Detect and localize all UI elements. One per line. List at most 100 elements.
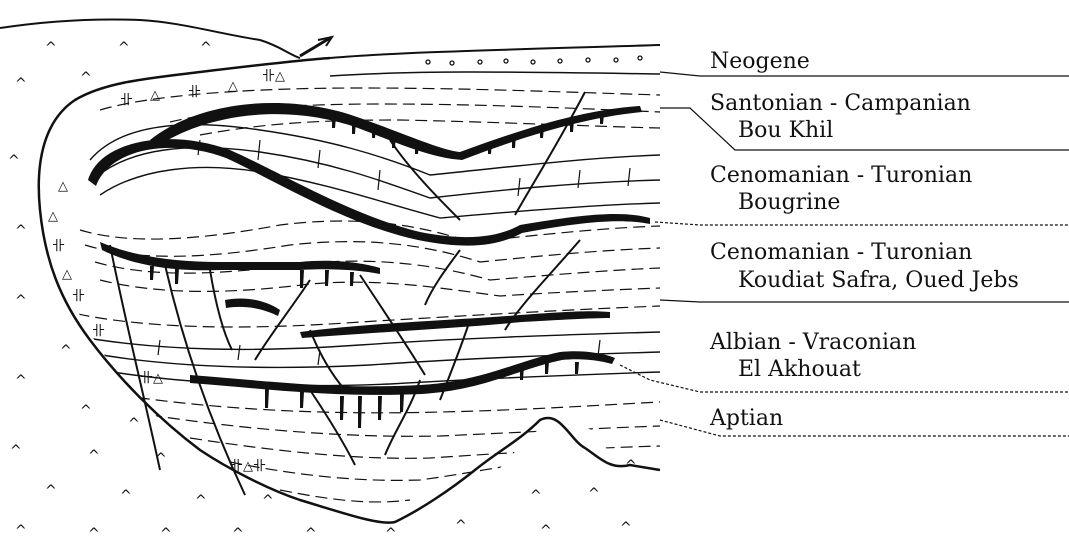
leader-line-bougrine bbox=[655, 222, 1069, 225]
rock-mark: ^ bbox=[262, 493, 274, 509]
rock-mark: ^ bbox=[530, 488, 542, 504]
rock-mark: ^ bbox=[540, 523, 552, 539]
label-koudiat-safra: Koudiat Safra, Oued Jebs bbox=[738, 268, 1019, 293]
mineral-vein bbox=[350, 272, 354, 286]
fault-line bbox=[310, 330, 345, 390]
bedding-line bbox=[200, 120, 660, 135]
mineral-vein bbox=[358, 396, 362, 428]
neogene-dot bbox=[450, 61, 454, 65]
ore-horizons bbox=[88, 103, 650, 395]
rock-mark: ^ bbox=[88, 526, 100, 540]
block-tick bbox=[258, 140, 260, 160]
mineral-vein bbox=[488, 142, 492, 154]
neogene-top-line bbox=[330, 45, 660, 58]
mineral-vein bbox=[265, 388, 269, 408]
rock-mark: ^ bbox=[88, 448, 100, 464]
ore-horizon-koudiat-lens bbox=[225, 298, 280, 316]
mineral-vein bbox=[378, 396, 382, 420]
rock-mark: ^ bbox=[15, 293, 27, 309]
block-tick bbox=[578, 170, 580, 188]
mineral-vein bbox=[340, 396, 344, 420]
marl-layering bbox=[60, 88, 660, 502]
rock-mark: ^ bbox=[80, 403, 92, 419]
neogene-dot bbox=[504, 59, 508, 63]
rock-mark: ^ bbox=[195, 493, 207, 509]
rock-mark: ^ bbox=[200, 40, 212, 56]
label-cenomanian-turonian-2: Cenomanian - Turonian bbox=[710, 240, 972, 265]
label-aptian: Aptian bbox=[709, 406, 783, 431]
neogene-dot bbox=[614, 58, 618, 62]
breccia-mark: 卝 bbox=[188, 85, 201, 100]
neogene-dot bbox=[478, 60, 482, 64]
breccia-mark: 卝 bbox=[72, 289, 85, 304]
ore-horizon-albian bbox=[300, 311, 610, 338]
rock-mark: ^ bbox=[620, 520, 632, 536]
limestone-beds bbox=[70, 125, 660, 386]
bedding-line bbox=[120, 395, 660, 413]
breccia-mark: 卝 bbox=[120, 93, 133, 108]
stratigraphic-labels: Neogene Santonian - Campanian Bou Khil C… bbox=[709, 49, 1019, 431]
label-albian-vraconian: Albian - Vraconian bbox=[709, 330, 916, 355]
rock-mark: ^ bbox=[15, 523, 27, 539]
neogene-dot bbox=[558, 59, 562, 63]
label-cenomanian-turonian-1: Cenomanian - Turonian bbox=[710, 163, 972, 188]
label-bou-khil: Bou Khil bbox=[738, 118, 833, 143]
neogene-dots bbox=[426, 56, 642, 65]
ore-horizon-koudiat bbox=[100, 242, 380, 274]
fault-line bbox=[425, 250, 460, 305]
rock-mark: ^ bbox=[128, 416, 140, 432]
block-tick bbox=[158, 340, 160, 355]
rock-mark: ^ bbox=[10, 443, 22, 459]
neogene-dot bbox=[586, 58, 590, 62]
mineral-vein bbox=[325, 270, 329, 286]
bedding-line bbox=[150, 415, 660, 436]
neogene-dot bbox=[638, 56, 642, 60]
mineral-vein bbox=[352, 120, 356, 134]
breccia-mark: △ bbox=[58, 179, 68, 194]
fault-line bbox=[210, 270, 232, 350]
folded-strata bbox=[60, 88, 660, 502]
leader-line-koudiat bbox=[660, 300, 1069, 302]
breccia-mark: 卝 bbox=[52, 239, 65, 254]
label-santonian-campanian: Santonian - Campanian bbox=[710, 91, 971, 116]
mineral-vein bbox=[570, 120, 574, 132]
rock-mark: ^ bbox=[15, 76, 27, 92]
rock-mark: ^ bbox=[45, 483, 57, 499]
label-bougrine: Bougrine bbox=[738, 190, 840, 215]
breccia-mark: △ bbox=[150, 88, 160, 103]
mineral-vein bbox=[540, 126, 544, 138]
bedding-line bbox=[95, 148, 660, 198]
rock-mark: ^ bbox=[120, 488, 132, 504]
breccia-mark: 卝△ bbox=[262, 69, 285, 84]
ore-horizon-bougrine bbox=[88, 139, 650, 245]
breccia-mark: △ bbox=[48, 209, 58, 224]
bedding-line bbox=[85, 242, 660, 262]
mineral-vein bbox=[415, 142, 419, 154]
bedding-line bbox=[100, 88, 660, 110]
rock-mark: ^ bbox=[80, 70, 92, 86]
block-tick bbox=[628, 168, 630, 186]
rock-mark: ^ bbox=[232, 526, 244, 540]
bedding-line bbox=[190, 438, 660, 458]
mineral-vein bbox=[150, 266, 154, 280]
rock-mark: ^ bbox=[15, 223, 27, 239]
thrust-fault-line bbox=[300, 38, 330, 56]
mineral-vein bbox=[175, 268, 179, 284]
rock-mark: ^ bbox=[45, 40, 57, 56]
rock-mark: ^ bbox=[588, 486, 600, 502]
rock-mark: ^ bbox=[160, 526, 172, 540]
mineral-vein bbox=[545, 362, 549, 374]
breccia-mark: △ bbox=[62, 267, 72, 282]
neogene-dot bbox=[531, 60, 535, 64]
ore-horizon-aptian bbox=[190, 351, 615, 395]
mineral-vein bbox=[600, 114, 604, 124]
rock-mark: ^ bbox=[8, 153, 20, 169]
mineral-vein bbox=[332, 116, 336, 128]
block-tick bbox=[238, 345, 240, 360]
neogene-dot bbox=[426, 60, 430, 64]
rock-mark: ^ bbox=[60, 343, 72, 359]
rock-mark: ^ bbox=[305, 526, 317, 540]
rock-mark: ^ bbox=[455, 518, 467, 534]
